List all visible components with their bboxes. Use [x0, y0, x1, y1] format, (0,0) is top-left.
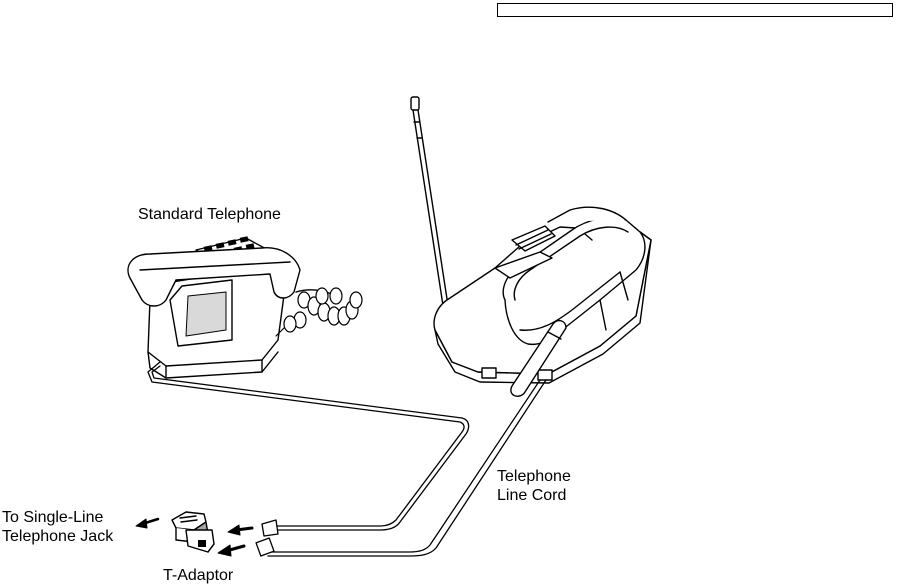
- line-cord-label-line1: Telephone: [497, 468, 571, 485]
- wall-jack-label-line1: To Single-Line: [2, 509, 104, 526]
- t-adaptor-label: T-Adaptor: [163, 567, 234, 584]
- t-adaptor-icon: [171, 511, 215, 553]
- line-cord-label-line2: Line Cord: [497, 487, 567, 504]
- cordless-base-unit-icon: [433, 206, 652, 397]
- header-box: [497, 3, 893, 17]
- antenna-icon: [410, 96, 450, 313]
- telephone-line-cord-icon: [147, 361, 547, 557]
- arrows-icon: [135, 517, 254, 557]
- wall-jack-label-line2: Telephone Jack: [2, 528, 114, 545]
- standard-telephone-icon: [127, 236, 363, 379]
- standard-telephone-label: Standard Telephone: [138, 206, 281, 223]
- coiled-cord-icon: [275, 287, 363, 337]
